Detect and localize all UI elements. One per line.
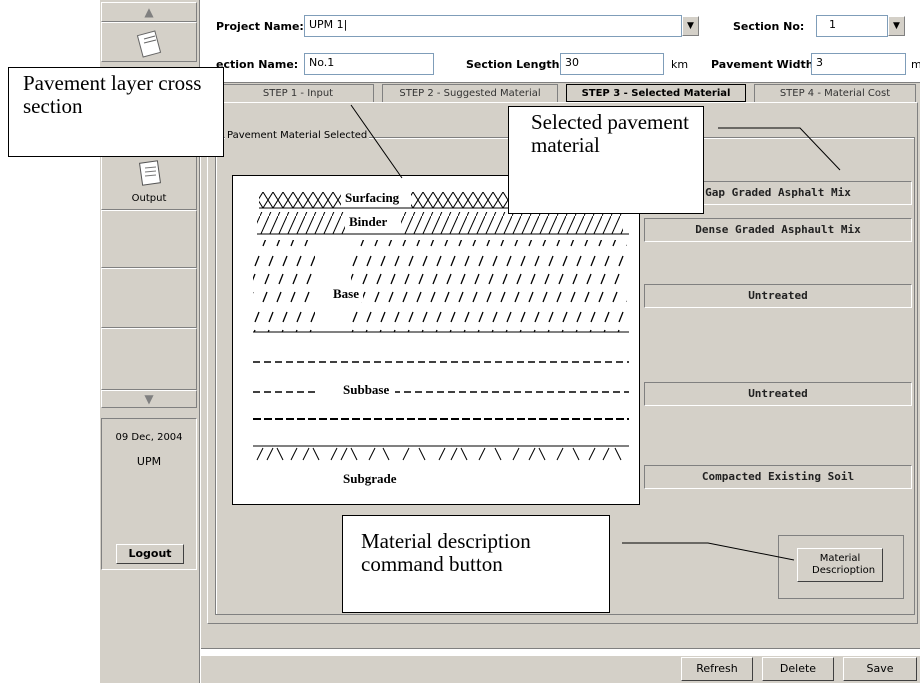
callout-material-description-button: Material description command button bbox=[342, 515, 610, 613]
sidebar-item-empty-1[interactable] bbox=[101, 210, 197, 268]
material-description-frame bbox=[778, 535, 904, 599]
section-name-input[interactable]: No.1 bbox=[304, 53, 434, 75]
user-text: UPM bbox=[136, 455, 162, 468]
sidebar-scroll-up[interactable]: ▲ bbox=[101, 2, 197, 22]
material-box-base: Untreated bbox=[644, 284, 912, 308]
section-length-unit: km bbox=[671, 58, 689, 71]
project-name-dropdown-button[interactable]: ▼ bbox=[682, 16, 699, 36]
sidebar-output-label: Output bbox=[131, 193, 167, 204]
save-button[interactable]: Save bbox=[843, 657, 917, 681]
group-box-title: Pavement Material Selected bbox=[225, 130, 370, 141]
sidebar-item-empty-3[interactable] bbox=[101, 328, 197, 390]
layer-label-subgrade: Subgrade bbox=[343, 471, 397, 486]
logout-button[interactable]: Logout bbox=[116, 544, 184, 564]
tab-step-4[interactable]: STEP 4 - Material Cost bbox=[754, 84, 916, 102]
sidebar-scroll-down[interactable]: ▼ bbox=[101, 390, 197, 408]
sidebar-item-input[interactable] bbox=[101, 22, 197, 62]
sidebar-item-output[interactable]: Output bbox=[101, 148, 197, 210]
sidebar-item-empty-2[interactable] bbox=[101, 268, 197, 328]
document-icon bbox=[136, 30, 162, 58]
document-icon bbox=[138, 160, 162, 186]
section-no-input[interactable]: 1 bbox=[816, 15, 888, 37]
project-name-input[interactable]: UPM 1| bbox=[304, 15, 682, 37]
tab-step-1[interactable]: STEP 1 - Input bbox=[222, 84, 374, 102]
material-description-button-label: Material Descrioption bbox=[812, 553, 876, 576]
project-name-label: Project Name: bbox=[216, 20, 304, 33]
tab-page bbox=[207, 102, 918, 624]
callout-pavement-layer-text: Pavement layer cross section bbox=[23, 71, 202, 118]
date-text: 09 Dec, 2004 bbox=[115, 432, 183, 443]
layer-label-surfacing: Surfacing bbox=[343, 190, 402, 206]
layer-label-binder: Binder bbox=[345, 214, 392, 230]
layer-label-base: Base bbox=[329, 286, 363, 302]
section-length-label: Section Length: bbox=[466, 58, 564, 71]
section-length-input[interactable]: 30 bbox=[560, 53, 664, 75]
callout-material-description-text: Material description command button bbox=[361, 529, 531, 576]
section-name-label: ection Name: bbox=[216, 58, 299, 71]
material-box-subgrade: Compacted Existing Soil bbox=[644, 465, 912, 489]
tab-step-3[interactable]: STEP 3 - Selected Material bbox=[566, 84, 746, 102]
callout-selected-material-text: Selected pavement material bbox=[531, 110, 690, 157]
pavement-width-unit: m bbox=[911, 58, 920, 71]
delete-button[interactable]: Delete bbox=[762, 657, 834, 681]
material-description-button[interactable]: Material Descrioption bbox=[797, 548, 883, 582]
section-no-dropdown-button[interactable]: ▼ bbox=[888, 16, 905, 36]
material-box-subbase: Untreated bbox=[644, 382, 912, 406]
pavement-width-input[interactable]: 3 bbox=[811, 53, 906, 75]
material-box-binder: Dense Graded Asphault Mix bbox=[644, 218, 912, 242]
pavement-layers-drawing bbox=[253, 192, 629, 461]
callout-pavement-layer-cross-section: Pavement layer cross section bbox=[8, 67, 224, 157]
tab-step-2[interactable]: STEP 2 - Suggested Material bbox=[382, 84, 558, 102]
refresh-button[interactable]: Refresh bbox=[681, 657, 753, 681]
pavement-cross-section-diagram: Surfacing Binder Base Subbase Subgrade bbox=[232, 175, 640, 505]
callout-selected-pavement-material: Selected pavement material bbox=[508, 106, 704, 214]
layer-label-subbase: Subbase bbox=[337, 382, 396, 398]
section-no-label: Section No: bbox=[733, 20, 805, 33]
pavement-width-label: Pavement Width: bbox=[711, 58, 818, 71]
